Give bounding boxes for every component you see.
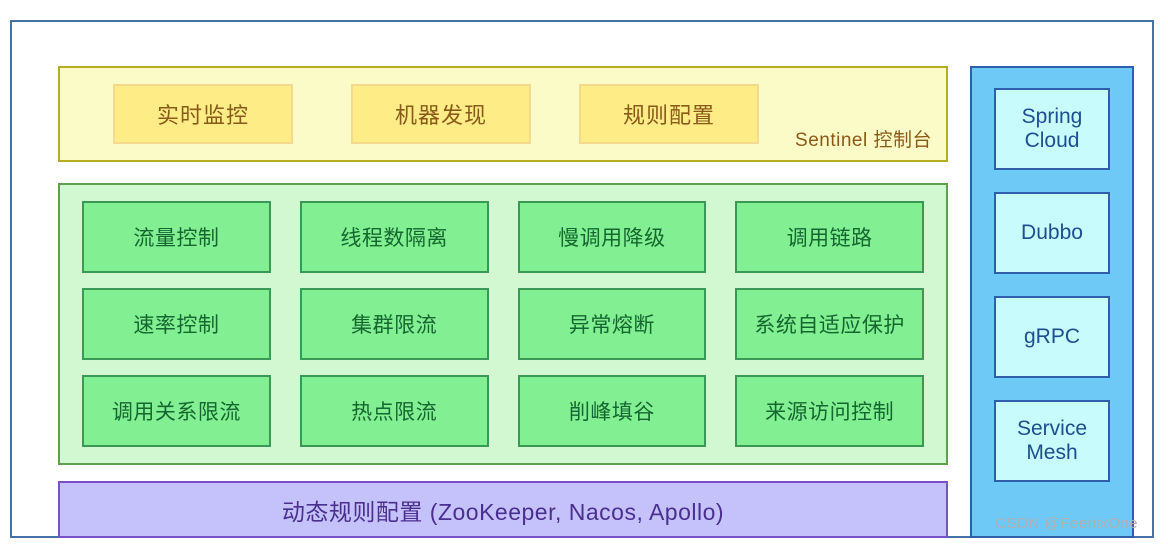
- capability-cell-relation-limiting[interactable]: 调用关系限流: [82, 375, 271, 447]
- adapter-cell-spring-cloud[interactable]: Spring Cloud: [994, 88, 1110, 170]
- capability-cell-cluster-limiting[interactable]: 集群限流: [299, 288, 489, 360]
- adapter-cell-service-mesh[interactable]: Service Mesh: [994, 400, 1110, 482]
- capability-cell-call-chain[interactable]: 调用链路: [735, 201, 924, 273]
- console-button-machine-discovery[interactable]: 机器发现: [351, 84, 531, 144]
- capability-cell-origin-access-control[interactable]: 来源访问控制: [735, 375, 924, 447]
- capability-cell-flow-control[interactable]: 流量控制: [82, 201, 271, 273]
- console-button-realtime-monitor[interactable]: 实时监控: [113, 84, 293, 144]
- capability-cell-exception-circuit-break[interactable]: 异常熔断: [517, 288, 707, 360]
- capability-panel: 流量控制 线程数隔离 慢调用降级 调用链路 速率控制 集群限流 异常熔断 系统自…: [58, 183, 948, 465]
- capability-grid: 流量控制 线程数隔离 慢调用降级 调用链路 速率控制 集群限流 异常熔断 系统自…: [82, 201, 924, 447]
- capability-cell-system-adaptive-protection[interactable]: 系统自适应保护: [735, 288, 924, 360]
- watermark: CSDN @FeenixOne: [995, 515, 1138, 532]
- capability-cell-peak-shaving[interactable]: 削峰填谷: [517, 375, 707, 447]
- console-button-rule-config[interactable]: 规则配置: [579, 84, 759, 144]
- diagram-outer-frame: 实时监控 机器发现 规则配置 Sentinel 控制台 流量控制 线程数隔离 慢…: [10, 20, 1154, 538]
- capability-cell-thread-isolation[interactable]: 线程数隔离: [299, 201, 489, 273]
- sentinel-console-label: Sentinel 控制台: [795, 130, 932, 151]
- adapter-cell-grpc[interactable]: gRPC: [994, 296, 1110, 378]
- dynamic-rule-config-bar: 动态规则配置 (ZooKeeper, Nacos, Apollo): [58, 481, 948, 538]
- capability-cell-slow-call-degrade[interactable]: 慢调用降级: [517, 201, 707, 273]
- sentinel-console-panel: 实时监控 机器发现 规则配置 Sentinel 控制台: [58, 66, 948, 162]
- capability-cell-rate-control[interactable]: 速率控制: [82, 288, 271, 360]
- adapter-panel: Spring Cloud Dubbo gRPC Service Mesh: [970, 66, 1134, 538]
- adapter-cell-dubbo[interactable]: Dubbo: [994, 192, 1110, 274]
- capability-cell-hotspot-limiting[interactable]: 热点限流: [299, 375, 489, 447]
